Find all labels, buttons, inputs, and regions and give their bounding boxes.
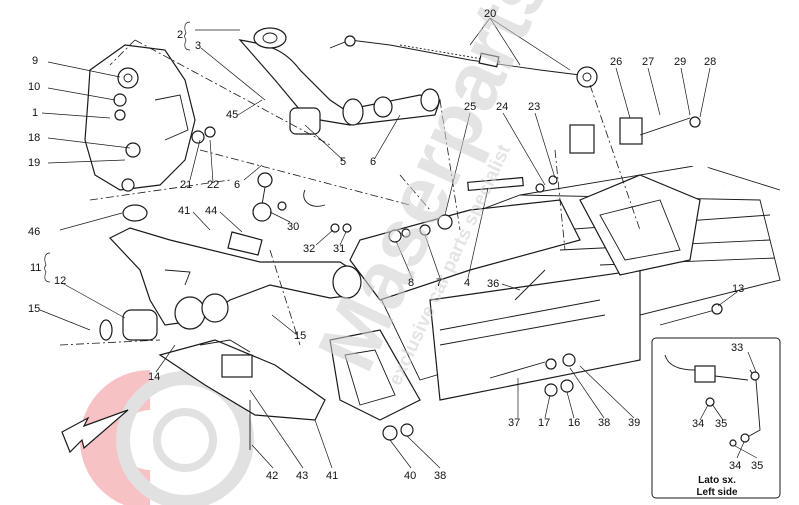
callout-14: 14 xyxy=(148,371,161,383)
upper-wishbone xyxy=(238,27,441,135)
callout-30: 30 xyxy=(287,221,300,233)
callout-19: 19 xyxy=(28,157,41,169)
inset-caption-italian: Lato sx. xyxy=(698,475,736,486)
callout-8: 8 xyxy=(408,277,415,289)
callout-17: 17 xyxy=(538,417,551,429)
hub-carrier xyxy=(84,44,216,192)
lower-wishbone xyxy=(99,204,362,341)
callout-38b: 38 xyxy=(434,470,447,482)
callout-36: 36 xyxy=(487,278,500,290)
callout-34b: 34 xyxy=(729,460,742,472)
callout-39: 39 xyxy=(628,417,641,429)
callout-43: 43 xyxy=(296,470,309,482)
callout-31: 31 xyxy=(333,243,346,255)
leader-lines xyxy=(39,17,758,469)
callout-26: 26 xyxy=(610,56,623,68)
callout-15a: 15 xyxy=(28,303,41,315)
callout-11: 11 xyxy=(30,262,42,274)
callout-46: 46 xyxy=(28,226,41,238)
callout-20: 20 xyxy=(484,8,497,20)
callout-2: 2 xyxy=(177,29,184,41)
callout-29: 29 xyxy=(674,56,687,68)
callout-18: 18 xyxy=(28,132,41,144)
callout-12: 12 xyxy=(54,275,67,287)
callout-35a: 35 xyxy=(715,418,728,430)
callout-13: 13 xyxy=(732,283,745,295)
callout-28: 28 xyxy=(704,56,717,68)
callout-23: 23 xyxy=(528,101,541,113)
callout-38a: 38 xyxy=(598,417,611,429)
direction-arrow xyxy=(61,409,129,454)
inset-caption-english: Left side xyxy=(696,487,738,498)
callout-42: 42 xyxy=(266,470,279,482)
callout-32: 32 xyxy=(303,243,316,255)
callout-41a: 41 xyxy=(178,205,191,217)
callout-41b: 41 xyxy=(326,470,339,482)
anti-roll-bar xyxy=(303,117,727,207)
callout-7: 7 xyxy=(436,277,443,289)
stabiliser-link xyxy=(252,172,287,222)
callout-44: 44 xyxy=(205,205,218,217)
skid-plate xyxy=(158,339,326,450)
callout-6a: 6 xyxy=(234,179,241,191)
callout-10: 10 xyxy=(28,81,41,93)
centre-lines xyxy=(59,39,641,346)
callout-16: 16 xyxy=(568,417,581,429)
callout-27: 27 xyxy=(642,56,655,68)
callout-37: 37 xyxy=(508,417,521,429)
callout-35b: 35 xyxy=(751,460,764,472)
callout-5: 5 xyxy=(340,156,347,168)
callout-33: 33 xyxy=(731,342,744,354)
inset-left-side xyxy=(651,337,781,499)
watermark-logo xyxy=(80,370,254,505)
tie-rod xyxy=(329,35,598,88)
callout-21: 21 xyxy=(180,179,193,191)
chassis-frame xyxy=(329,164,781,421)
callout-34a: 34 xyxy=(692,418,705,430)
callout-24: 24 xyxy=(496,101,509,113)
callout-3: 3 xyxy=(195,40,202,52)
callout-1: 1 xyxy=(32,107,39,119)
callout-25: 25 xyxy=(464,101,477,113)
callout-4: 4 xyxy=(464,277,471,289)
callout-22: 22 xyxy=(207,179,220,191)
hardware xyxy=(227,116,723,441)
callout-45: 45 xyxy=(226,109,239,121)
callout-9: 9 xyxy=(32,55,39,67)
callout-6b: 6 xyxy=(370,156,377,168)
callout-40: 40 xyxy=(404,470,417,482)
callout-15b: 15 xyxy=(294,330,307,342)
